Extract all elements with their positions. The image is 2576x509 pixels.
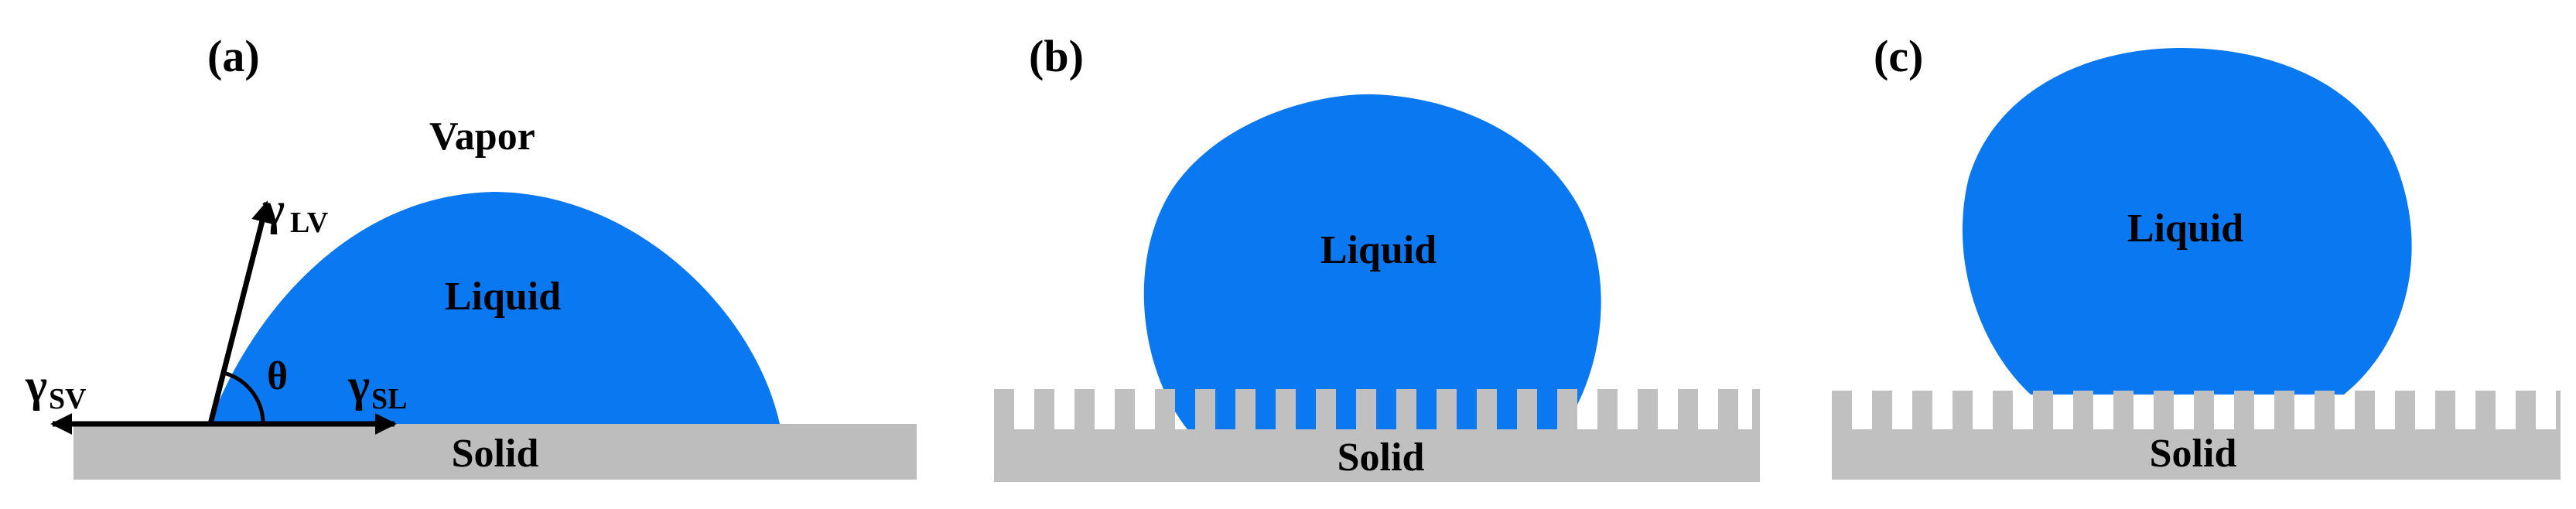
gamma-lv-label: γ: [262, 183, 285, 234]
solid-label: Solid: [452, 432, 539, 476]
liquid-droplet: [1143, 94, 1601, 429]
vapor-label: Vapor: [429, 114, 535, 159]
gamma-sl-label: γ: [347, 360, 370, 411]
liquid-droplet: [1962, 48, 2412, 395]
liquid-label: Liquid: [2127, 207, 2243, 251]
solid-label: Solid: [1338, 436, 1425, 480]
liquid-label: Liquid: [1320, 228, 1437, 272]
liquid-droplet: [210, 192, 780, 424]
contact-angle-arc: [223, 371, 265, 425]
gamma-lv-arrow: [207, 200, 273, 425]
gamma-sv-label: γ: [25, 360, 47, 411]
solid-substrate: [73, 424, 917, 480]
liquid-label: Liquid: [445, 275, 561, 319]
textured-substrate: [1832, 391, 2561, 480]
panel-b: (b) Liquid Solid: [994, 31, 1760, 482]
gamma-sv-subscript: SV: [49, 383, 87, 415]
panel-a: (a) Vapor Solid Liquid θ γ LV γ SV γ SL: [25, 31, 917, 480]
gamma-sl-subscript: SL: [371, 383, 407, 415]
panel-c-label: (c): [1874, 31, 1923, 81]
panel-a-label: (a): [207, 31, 260, 81]
gamma-lv-subscript: LV: [290, 207, 329, 239]
panel-c: (c) Liquid Solid: [1832, 31, 2561, 480]
textured-substrate: [994, 389, 1760, 482]
solid-label: Solid: [2150, 432, 2237, 476]
theta-label: θ: [267, 354, 288, 398]
panel-b-label: (b): [1029, 31, 1084, 81]
